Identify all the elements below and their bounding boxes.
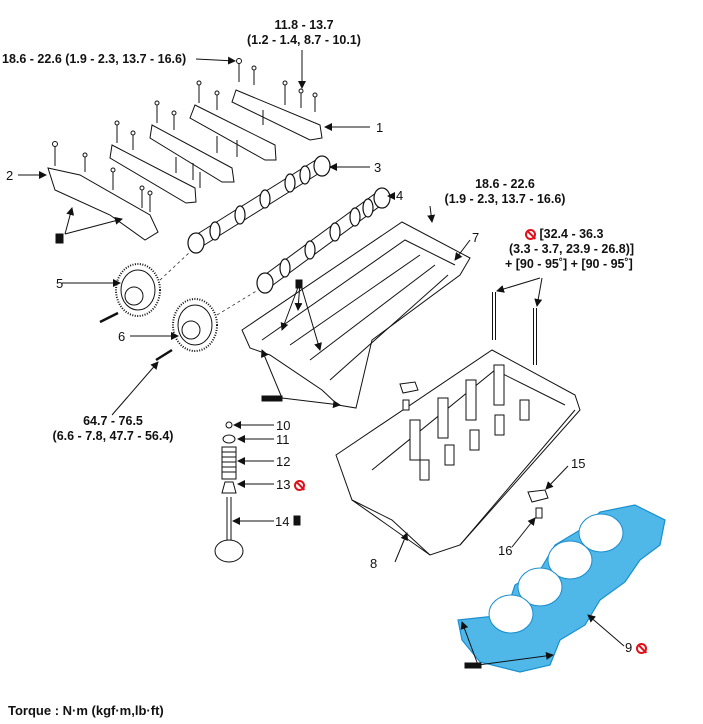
part-label-13-text: 13: [276, 477, 291, 492]
prohibition-icon: [525, 229, 536, 240]
torque-spec-4-line1: [32.4 - 36.3: [539, 227, 604, 241]
torque-spec-5-line2: (6.6 - 7.8, 47.7 - 56.4): [52, 429, 174, 443]
camshaft-intake: [187, 155, 331, 254]
torque-units-footer: Torque : N·m (kgf·m,lb·ft): [8, 703, 164, 718]
sprocket-intake: [115, 251, 191, 317]
part-label-12: 12: [276, 454, 291, 469]
sprocket-bolts: [99, 311, 173, 362]
bearing-carrier: [241, 221, 471, 409]
torque-spec-4-line2: (3.3 - 3.7, 23.9 - 26.8)]: [509, 242, 635, 256]
oil-symbols: [55, 233, 303, 526]
torque-spec-3: 18.6 - 22.6 (1.9 - 2.3, 13.7 - 16.6): [430, 177, 580, 207]
part-label-3: 3: [374, 160, 382, 175]
camshaft-exhaust: [256, 187, 391, 294]
bearing-cap-4: [109, 144, 197, 204]
part-label-7: 7: [472, 230, 480, 245]
part-label-2: 2: [6, 168, 14, 183]
part-label-5: 5: [56, 276, 64, 291]
sealant-symbols: [261, 395, 482, 669]
lash-adjuster-parts: [399, 381, 549, 519]
sprocket-exhaust: [172, 289, 259, 352]
prohibition-icon: [635, 643, 647, 654]
part-label-9-text: 9: [625, 640, 633, 655]
leader-lines: [18, 50, 625, 666]
part-label-15: 15: [571, 456, 586, 471]
torque-spec-4: [32.4 - 36.3 (3.3 - 3.7, 23.9 - 26.8)] +…: [505, 227, 634, 272]
bearing-cap-2: [189, 104, 277, 161]
valve-assembly: [214, 421, 244, 563]
bolts: [52, 58, 318, 212]
torque-spec-2: 11.8 - 13.7 (1.2 - 1.4, 8.7 - 10.1): [236, 18, 372, 48]
head-gasket: [457, 504, 666, 673]
part-label-16: 16: [498, 543, 513, 558]
bearing-cap-front: [47, 167, 159, 241]
part-label-10: 10: [276, 418, 291, 433]
bearing-cap-3: [149, 124, 235, 183]
prohibition-icon: [294, 480, 306, 491]
torque-spec-4-line3: + [90 - 95˚] + [90 - 95˚]: [505, 257, 633, 271]
torque-spec-5: 64.7 - 76.5 (6.6 - 7.8, 47.7 - 56.4): [38, 414, 188, 444]
torque-spec-1: 18.6 - 22.6 (1.9 - 2.3, 13.7 - 16.6): [2, 52, 186, 67]
cylinder-head: [335, 349, 581, 556]
torque-spec-1-text: 18.6 - 22.6 (1.9 - 2.3, 13.7 - 16.6): [2, 52, 187, 66]
part-label-1: 1: [376, 120, 384, 135]
torque-spec-2-line2: (1.2 - 1.4, 8.7 - 10.1): [247, 33, 361, 47]
part-label-13: 13: [276, 477, 306, 492]
torque-spec-5-line1: 64.7 - 76.5: [83, 414, 143, 428]
torque-spec-3-line1: 18.6 - 22.6: [475, 177, 535, 191]
part-label-8: 8: [370, 556, 378, 571]
part-label-14: 14: [275, 514, 290, 529]
torque-spec-3-line2: (1.9 - 2.3, 13.7 - 16.6): [444, 192, 566, 206]
torque-spec-2-line1: 11.8 - 13.7: [274, 18, 334, 32]
part-label-9: 9: [625, 640, 647, 655]
part-label-11: 11: [276, 432, 290, 447]
bearing-cap-1: [231, 89, 323, 141]
part-label-4: 4: [396, 188, 404, 203]
head-bolts: [492, 292, 537, 365]
part-label-6: 6: [118, 329, 126, 344]
